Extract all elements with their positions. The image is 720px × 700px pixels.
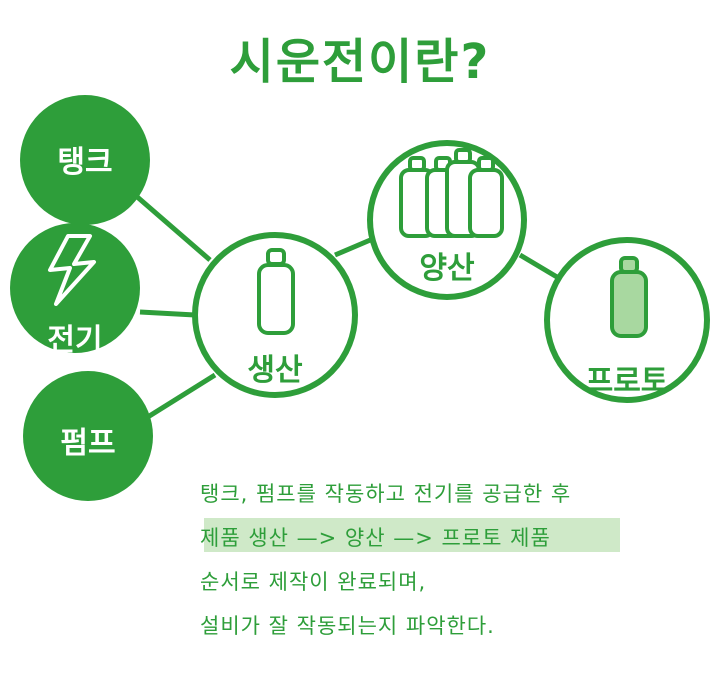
bottles-group-icon (399, 148, 504, 238)
bottle-icon (257, 248, 295, 335)
connector-production-mass (334, 235, 376, 258)
tank-label: 탱크 (57, 145, 113, 180)
page-title: 시운전이란? (229, 34, 491, 90)
electricity-label: 전기 (47, 323, 103, 358)
description-line-3: 순서로 제작이 완료되며, (200, 570, 427, 594)
tank-circle (20, 95, 150, 225)
description-line-2: 제품 생산 —> 양산 —> 프로토 제품 (200, 526, 551, 550)
proto-bottle-icon (610, 256, 648, 338)
production-label: 생산 (247, 353, 303, 388)
mass-production-label: 양산 (419, 251, 475, 286)
connector-mass-proto (518, 252, 564, 283)
description-line-1: 탱크, 펌프를 작동하고 전기를 공급한 후 (200, 482, 572, 506)
electricity-circle (10, 223, 140, 353)
highlight-band (204, 518, 620, 552)
lightning-icon (48, 234, 96, 306)
description-line-4: 설비가 잘 작동되는지 파악한다. (200, 614, 495, 638)
connector-electricity (139, 309, 196, 318)
pump-label: 펌프 (60, 426, 116, 461)
connector-tank (133, 193, 212, 262)
proto-label: 프로토 (585, 364, 669, 399)
pump-circle (23, 371, 153, 501)
